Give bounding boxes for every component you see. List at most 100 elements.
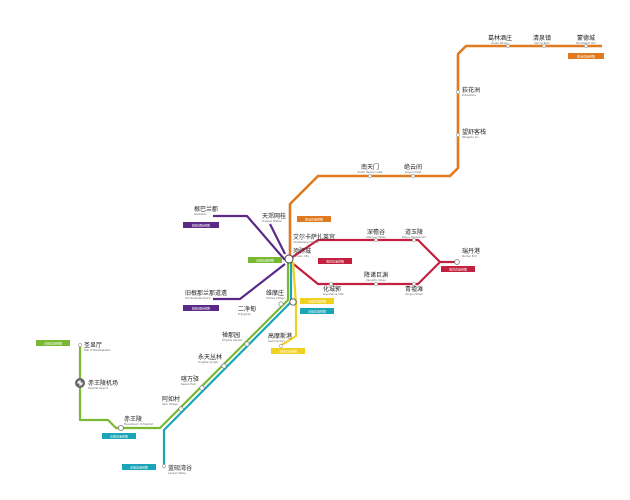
- station-label-mengde-en: Mondstadt City: [576, 41, 596, 45]
- green-line: [78, 258, 290, 430]
- line-tag-orange-top-label: 亚洲高速铁路: [577, 53, 595, 58]
- line-tag-purple-lower-label: 帕格城际铁路: [192, 305, 210, 310]
- line-tag-yellow-low: [271, 348, 305, 354]
- station-label-taqiao: 禅那园: [222, 331, 240, 339]
- line-tag-green-mid: [248, 257, 282, 263]
- station-label-jiekai: 降诸巨渊: [364, 271, 388, 279]
- station-label-qingquan-en: Spring Town: [534, 41, 550, 45]
- station-dot: [162, 464, 166, 468]
- station-label-lanjiao-en: Lanyan Valley: [168, 471, 186, 475]
- station-dot: [278, 301, 284, 307]
- station-label-shashi: 须弥城: [293, 247, 311, 255]
- station-label-shengmu: 圣显厅: [84, 341, 102, 349]
- line-tag-green-left: [36, 340, 70, 346]
- teal-line: [162, 262, 293, 468]
- station-dot: [279, 344, 283, 348]
- station-label-afu-en: Alcazarzaray Palace: [293, 240, 319, 244]
- station-dot: [374, 238, 378, 242]
- line-tag-green-left-label: 沃帕高速铁路: [44, 340, 62, 345]
- station-label-shenmu: 深檐谷: [367, 228, 385, 236]
- station-dot: [221, 363, 227, 369]
- station-label-daowang: 道玉陵: [405, 228, 423, 236]
- station-label-wangshu-en: Wangshu Inn: [462, 135, 479, 139]
- station-label-dihua: 荻花洲: [462, 86, 480, 94]
- station-label-hongshu: 旧根那兰那道遗: [185, 289, 227, 297]
- line-tag-crimson-left-label: 瑞苏高速铁路: [326, 258, 344, 263]
- line-tag-yellow-low-label: 沃帕高速铁路: [279, 348, 297, 353]
- station-label-gaomo-en: Gaomos Port: [268, 339, 285, 343]
- line-tag-orange-mid: [297, 216, 331, 222]
- station-label-yongtian: 永天丛林: [198, 353, 222, 361]
- station-label-gelin-en: Green Winery: [491, 41, 509, 45]
- station-label-ruifu-en: Ruidan Port: [462, 254, 477, 258]
- station-label-chiwang-airport-en: Deshret Airport: [88, 386, 108, 390]
- station-dot: [506, 44, 510, 48]
- station-label-wangshu: 望舒客栈: [462, 128, 486, 136]
- station-label-chiwang-airport: 赤王陵机场: [88, 379, 118, 387]
- orange-line: [288, 44, 602, 258]
- station-dot: [118, 424, 125, 431]
- station-label-ershou-en: Erjingdian: [238, 312, 251, 316]
- station-label-dihua-en: Dihuazhou: [462, 93, 476, 97]
- station-label-nantianmen: 南天门: [361, 163, 379, 171]
- station-label-ershou: 二净甸: [238, 305, 256, 313]
- station-label-ruifu: 瑞丹港: [462, 247, 480, 255]
- station-dot: [329, 282, 333, 286]
- line-tag-yellow-mid-label: 沃帕高速铁路: [308, 298, 326, 303]
- line-tag-purple-upper: [183, 222, 219, 228]
- line-tag-teal-bottom-label: 沃帕高速铁路: [130, 464, 148, 469]
- station-dot: [456, 90, 460, 94]
- station-label-shengmu-en: Hall of Manifestation: [84, 348, 111, 352]
- line-tag-crimson-right-label: 瑞苏高速铁路: [449, 266, 467, 271]
- station-label-nantianmen-en: South Heaven Gate: [357, 170, 383, 174]
- station-label-weimo-en: Vimara Village: [266, 296, 285, 300]
- purple-line-upper: [213, 214, 286, 261]
- station-label-qingze-en: Qingxu Shoal: [405, 292, 423, 296]
- station-dots: [78, 44, 588, 468]
- station-label-tianjiao: 天郊网桂: [262, 212, 286, 220]
- station-label-huaduo: 化城郭: [323, 285, 341, 293]
- station-label-jiekai-en: Jiangzhu Abyss: [365, 278, 386, 282]
- station-label-kewan: 喀万驿: [181, 375, 199, 383]
- station-label-shashi-en: Sumeru City: [293, 254, 309, 258]
- station-dot: [374, 282, 378, 286]
- station-label-qingze: 青墟滩: [405, 285, 423, 293]
- station-dot: [199, 385, 205, 391]
- line-tag-teal-left: [102, 433, 136, 439]
- station-label-daowang-en: Daoyu Mausoleum: [402, 235, 427, 239]
- station-label-jueyun-en: Jueyun Karst: [404, 170, 421, 174]
- line-tag-teal-mid: [300, 308, 334, 314]
- station-label-kewan-en: Kewan Post: [181, 382, 196, 386]
- station-dot: [454, 259, 460, 265]
- line-tag-purple-lower: [183, 305, 219, 311]
- line-tag-crimson-left: [318, 258, 352, 264]
- purple-line-tianjiao: [269, 223, 286, 255]
- station-dot: [412, 238, 416, 242]
- station-label-qingquan: 清泉镇: [533, 34, 551, 42]
- station-label-lanjiao: 蓝砚湾谷: [168, 464, 192, 472]
- station-dot: [411, 174, 415, 178]
- station-label-chiwang-en: Mausoleum of Deshret: [124, 422, 153, 426]
- station-dot: [284, 254, 294, 264]
- line-tag-orange-top: [568, 53, 604, 59]
- line-tag-crimson-right: [441, 266, 475, 272]
- station-label-hongshu-en: Old Genbalan Ruins: [185, 296, 211, 300]
- station-label-genbaji: 根巴兰郡: [194, 205, 218, 213]
- station-dot: [456, 133, 460, 137]
- station-dot: [412, 282, 416, 286]
- station-labels: 葛林酒庄 Green Winery 清泉镇 Spring Town 蒙德城 Mo…: [84, 34, 596, 475]
- station-label-yongtian-en: Yongtian Jungle: [198, 360, 218, 364]
- station-label-genbaji-en: Genbalan: [194, 212, 207, 216]
- station-label-taqiao-en: Dhyana Garden: [222, 338, 243, 342]
- line-tag-orange-mid-label: 亚洲高速铁路: [305, 216, 323, 221]
- purple-line-lower: [213, 263, 286, 301]
- station-dot: [542, 44, 546, 48]
- station-label-weimo: 维摩庄: [266, 289, 284, 297]
- station-label-mengde: 蒙德城: [577, 34, 595, 42]
- station-label-gaomo: 高摩斯港: [268, 332, 292, 340]
- station-label-ahaicun-en: Aaru Village: [162, 402, 178, 406]
- line-tag-teal-left-label: 沃帕高速铁路: [110, 433, 128, 438]
- station-dot: [584, 44, 588, 48]
- airport-icon: [75, 378, 85, 388]
